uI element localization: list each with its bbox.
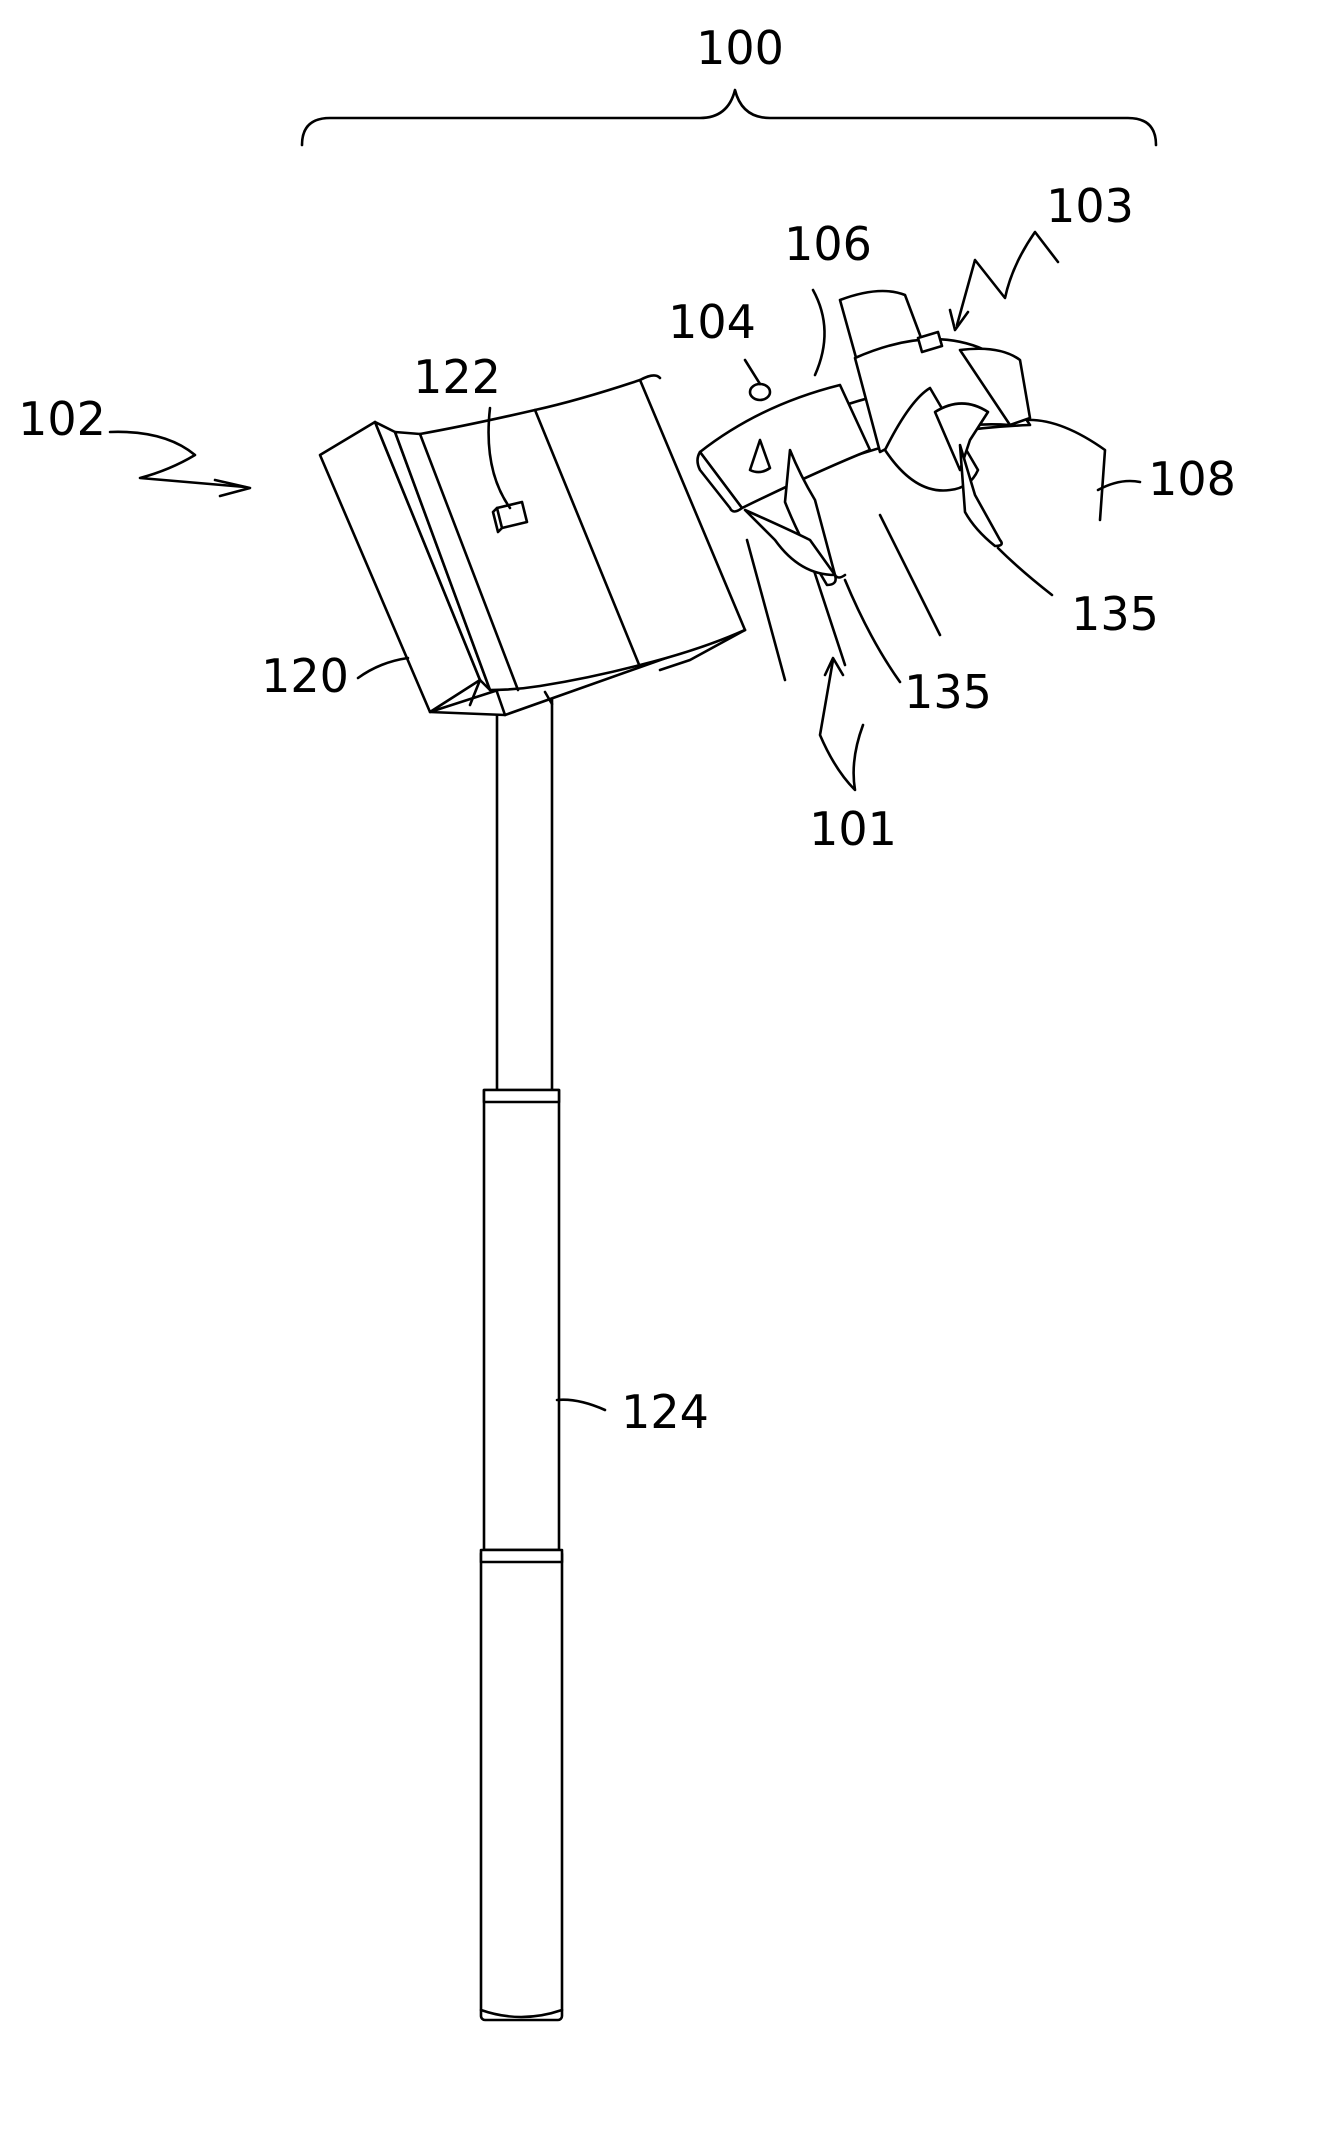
telescoping-pole (481, 692, 562, 2020)
fingers-leader (1098, 481, 1140, 490)
label-assembly: 100 (696, 21, 784, 75)
pole-leader (557, 1400, 605, 1410)
label-pole: 124 (621, 1385, 709, 1439)
label-knob: 104 (668, 295, 756, 349)
wearable-unit (698, 291, 1106, 680)
tip-b-leader (845, 580, 900, 682)
assembly-brace (302, 90, 1156, 145)
label-panel: 120 (261, 649, 349, 703)
panel-leader (358, 658, 408, 678)
label-device: 102 (18, 392, 106, 446)
label-unit: 103 (1046, 179, 1134, 233)
label-fingers: 108 (1148, 452, 1236, 506)
label-band: 106 (784, 217, 872, 271)
tip-a-leader (998, 548, 1052, 595)
label-user-point: 101 (809, 802, 897, 856)
knob (750, 384, 770, 400)
knob-leader (745, 360, 760, 384)
label-button: 122 (413, 350, 501, 404)
label-tip-a: 135 (1071, 587, 1159, 641)
label-tip-b: 135 (904, 665, 992, 719)
panel-button (497, 502, 527, 528)
band-leader (813, 290, 825, 375)
